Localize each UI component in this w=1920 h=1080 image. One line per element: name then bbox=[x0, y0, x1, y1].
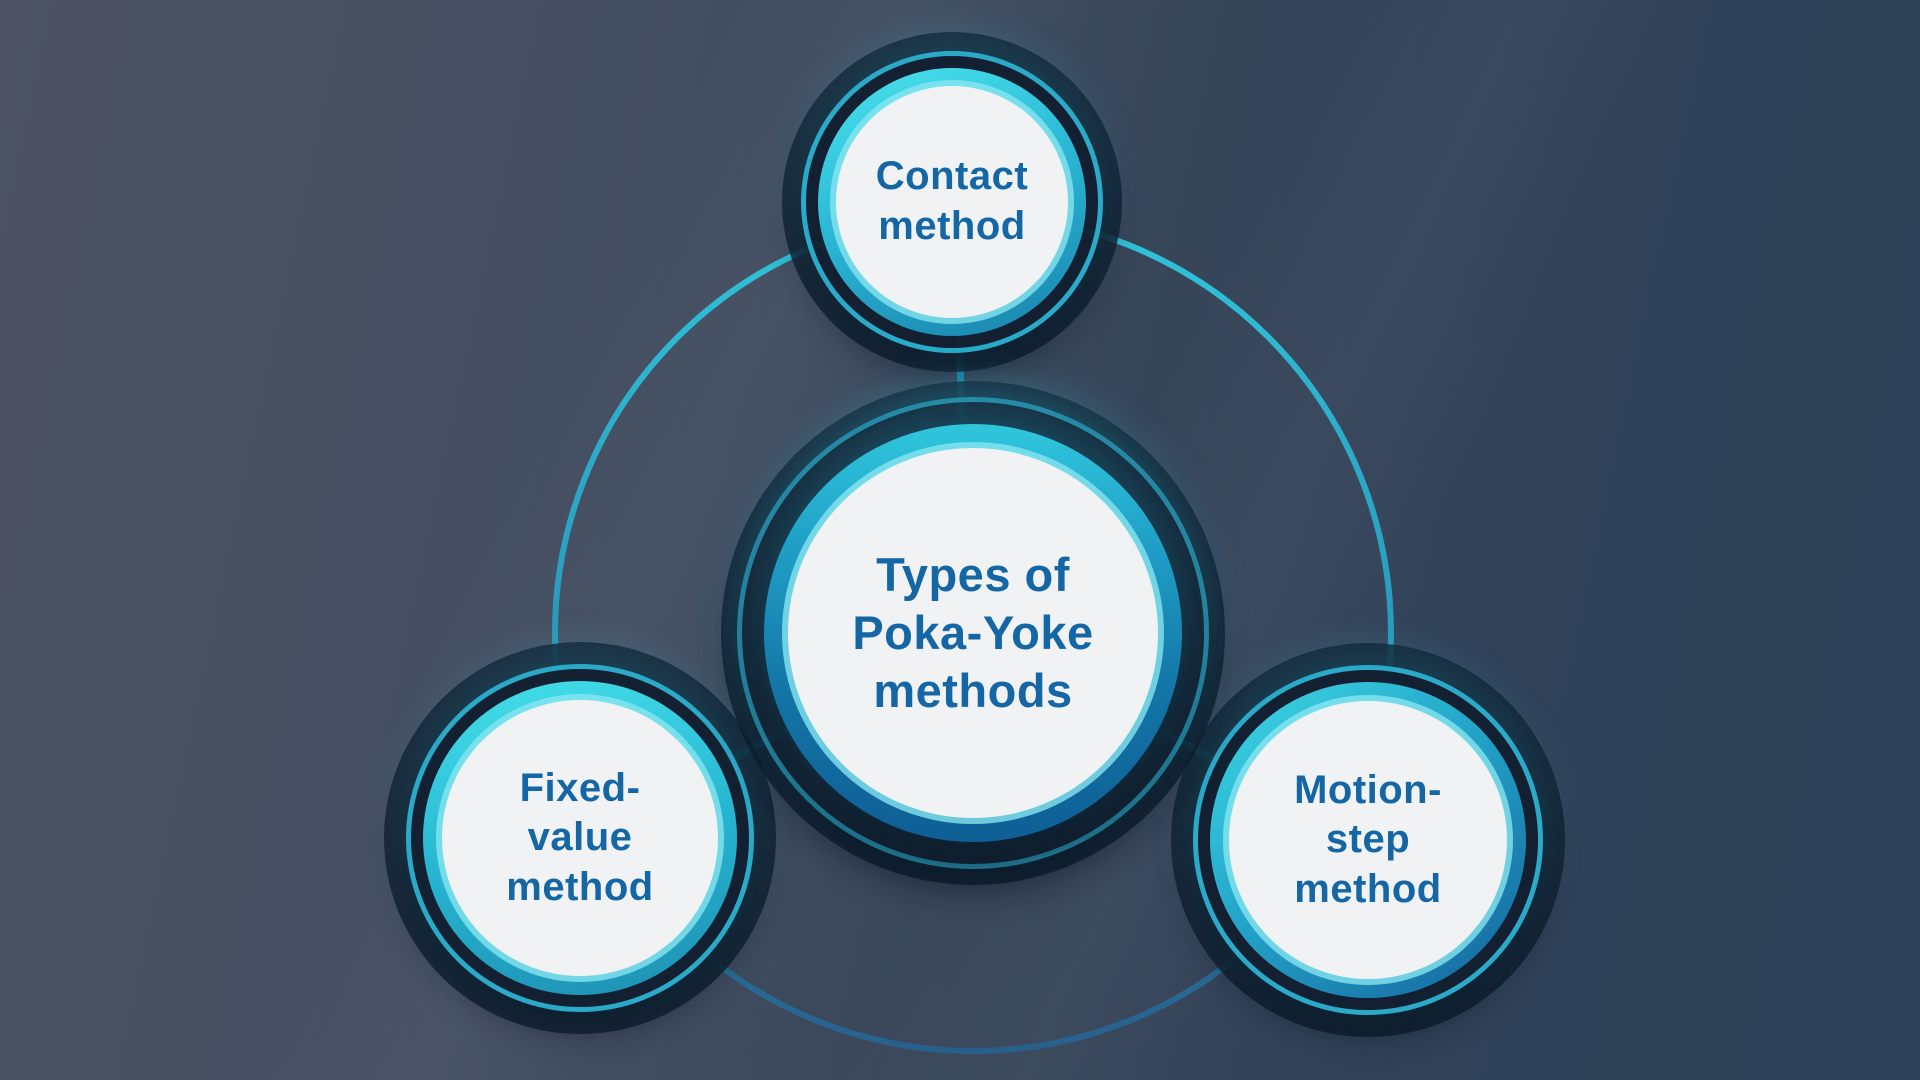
node-disc: Contact method bbox=[836, 86, 1068, 318]
hub-outer-ring bbox=[737, 397, 1209, 869]
node-label: Fixed- value method bbox=[506, 765, 654, 909]
node-disc: Fixed- value method bbox=[442, 700, 718, 976]
node-outer-ring bbox=[406, 664, 754, 1012]
node-label: Contact method bbox=[875, 154, 1029, 248]
node-outer-ring bbox=[801, 51, 1103, 353]
node-outer-ring bbox=[1193, 665, 1543, 1015]
node-disc: Motion- step method bbox=[1229, 701, 1507, 979]
hub-disc: Types of Poka-Yoke methods bbox=[788, 448, 1158, 818]
node-label: Motion- step method bbox=[1294, 767, 1442, 911]
hub-label: Types of Poka-Yoke methods bbox=[852, 547, 1094, 718]
